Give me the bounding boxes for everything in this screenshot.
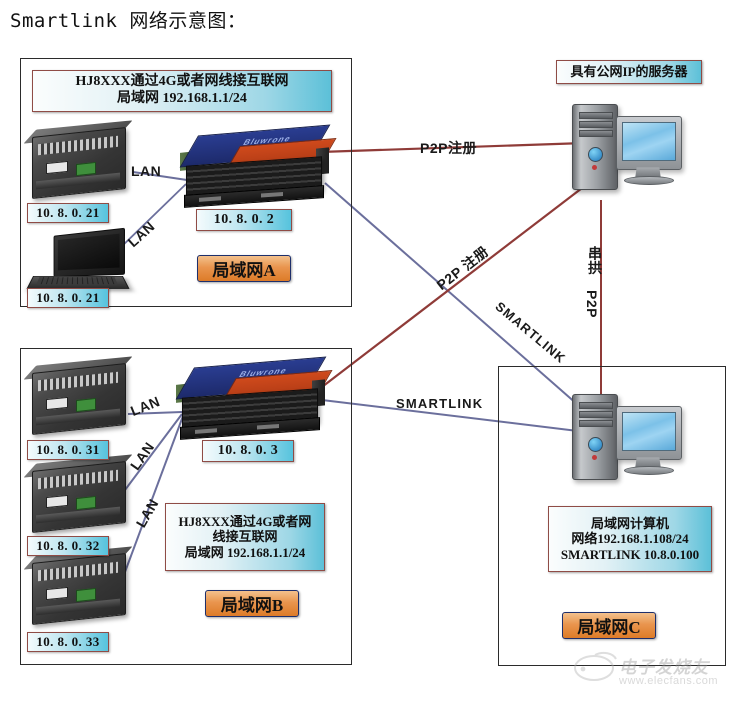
lan-a-header-line2: 局域网 192.168.1.1/24 bbox=[117, 91, 247, 106]
ip-badge-plc-lan-b-1: 10. 8. 0. 31 bbox=[27, 440, 109, 460]
lan-c-computer-device bbox=[568, 390, 686, 486]
watermark-url: www.elecfans.com bbox=[619, 675, 719, 687]
page-title: Smartlink 网络示意图： bbox=[10, 10, 247, 32]
link-label-smartlink-diagonal: SMARTLINK bbox=[492, 298, 569, 367]
plc-device-lan-b-3 bbox=[23, 546, 133, 625]
ip-badge-plc-lan-b-3: 10. 8. 0. 33 bbox=[27, 632, 109, 652]
link-label-vertical-line1: 串拱 bbox=[587, 246, 603, 275]
plc-device-lan-a bbox=[23, 120, 133, 199]
lan-b-header-line2: 线接互联网 bbox=[212, 529, 278, 545]
link-label-p2p-register-mid: P2P 注册 bbox=[433, 242, 492, 294]
ip-badge-router-lan-b: 10. 8. 0. 3 bbox=[202, 440, 294, 462]
server-label-box: 具有公网IP的服务器 bbox=[556, 60, 702, 84]
lan-a-header-box: HJ8XXX通过4G或者网线接互联网 局域网 192.168.1.1/24 bbox=[32, 70, 332, 112]
router-device-lan-a: Bluwrone bbox=[179, 124, 337, 208]
ip-badge-plc-lan-a: 10. 8. 0. 21 bbox=[27, 203, 109, 223]
lan-c-info-box: 局域网计算机 网络192.168.1.108/24 SMARTLINK 10.8… bbox=[548, 506, 712, 572]
ip-badge-plc-lan-b-2: 10. 8. 0. 32 bbox=[27, 536, 109, 556]
router-device-lan-b: Bluwrone bbox=[175, 356, 333, 440]
lan-b-header-box: HJ8XXX通过4G或者网 线接互联网 局域网 192.168.1.1/24 bbox=[165, 503, 325, 571]
net-badge-lan-a: 局域网A bbox=[197, 255, 291, 282]
link-label-p2p-register-top: P2P注册 bbox=[420, 140, 477, 156]
link-label-smartlink-horizontal: SMARTLINK bbox=[396, 396, 484, 411]
server-label-text: 具有公网IP的服务器 bbox=[570, 64, 688, 80]
plc-device-lan-b-1 bbox=[23, 356, 133, 435]
lan-b-header-line3: 局域网 192.168.1.1/24 bbox=[184, 544, 306, 560]
ip-badge-router-lan-a: 10. 8. 0. 2 bbox=[196, 209, 292, 231]
lan-b-header-line1: HJ8XXX通过4G或者网 bbox=[178, 514, 312, 529]
public-server-device bbox=[568, 100, 686, 196]
lan-c-info-line2: 网络192.168.1.108/24 bbox=[571, 531, 689, 547]
group-frame-lan-a bbox=[20, 58, 352, 307]
group-frame-lan-b bbox=[20, 348, 352, 665]
net-badge-lan-b: 局域网B bbox=[205, 590, 299, 617]
link-label-lan-a1: LAN bbox=[131, 163, 162, 179]
plc-device-lan-b-2 bbox=[23, 454, 133, 533]
net-badge-lan-c: 局域网C bbox=[562, 612, 656, 639]
link-label-vertical-line2: P2P bbox=[584, 290, 600, 318]
lan-c-info-line3: SMARTLINK 10.8.0.100 bbox=[560, 546, 700, 562]
lan-a-header-line1: HJ8XXX通过4G或者网线接互联网 bbox=[75, 74, 289, 90]
lan-c-info-line1: 局域网计算机 bbox=[590, 516, 669, 531]
ip-badge-laptop-lan-a: 10. 8. 0. 21 bbox=[27, 288, 109, 308]
group-frame-lan-c bbox=[498, 366, 726, 666]
